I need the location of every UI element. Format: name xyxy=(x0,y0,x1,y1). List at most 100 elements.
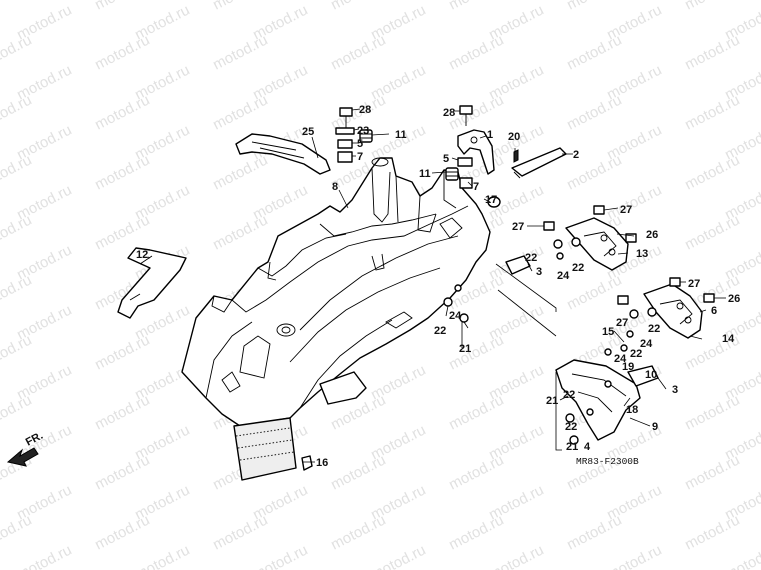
strap-12-part xyxy=(117,247,187,319)
callout-25: 25 xyxy=(302,126,314,138)
watermark-text: motod.ru xyxy=(446,452,506,494)
watermark-text: motod.ru xyxy=(250,542,310,570)
watermark-text: motod.ru xyxy=(682,512,742,554)
callout-5-right: 5 xyxy=(443,153,449,165)
callout-3-upper: 3 xyxy=(536,266,542,278)
rear-mudflap-part xyxy=(233,417,297,481)
watermark-text: motod.ru xyxy=(446,32,506,74)
small-hardware xyxy=(301,149,531,471)
callout-6: 6 xyxy=(711,305,717,317)
callout-22-e: 22 xyxy=(563,389,575,401)
callout-19: 20 xyxy=(508,131,520,143)
watermark-text: motod.ru xyxy=(0,0,35,14)
callout-21-right: 21 xyxy=(566,441,578,453)
callout-8: 8 xyxy=(332,181,338,193)
callout-24-b: 24 xyxy=(640,338,653,350)
watermark-text: motod.ru xyxy=(682,0,742,14)
watermark-text: motod.ru xyxy=(564,272,624,314)
callout-5-left: 5 xyxy=(357,138,363,150)
watermark-text: motod.ru xyxy=(0,212,35,254)
callout-28-upper-left: 28 xyxy=(359,104,371,116)
callout-22-b: 22 xyxy=(572,262,584,274)
callout-7-left: 7 xyxy=(357,151,363,163)
drawing-code: MR83-F2300B xyxy=(576,456,639,467)
watermark-text: motod.ru xyxy=(92,392,152,434)
watermark-text: motod.ru xyxy=(210,512,270,554)
watermark-text: motod.ru xyxy=(328,32,388,74)
callout-10: 10 xyxy=(645,369,657,381)
watermark-text: motod.ru xyxy=(682,92,742,134)
callout-3-lower: 3 xyxy=(672,384,678,396)
bracket-13-upper-part xyxy=(543,205,637,271)
watermark-text: motod.ru xyxy=(486,542,546,570)
callout-22-a: 22 xyxy=(525,252,537,264)
watermark-text: motod.ru xyxy=(92,152,152,194)
watermark-text: motod.ru xyxy=(92,512,152,554)
callout-7-right: 7 xyxy=(473,181,479,193)
watermark-text: motod.ru xyxy=(446,0,506,14)
watermark-text: motod.ru xyxy=(210,32,270,74)
watermark-text: motod.ru xyxy=(132,542,192,570)
callout-22-c: 22 xyxy=(648,323,660,335)
callout-27-c: 27 xyxy=(688,278,700,290)
watermark-text: motod.ru xyxy=(0,332,35,374)
watermark-text: motod.ru xyxy=(682,392,742,434)
watermark-text: motod.ru xyxy=(210,152,270,194)
callout-13-upper: 13 xyxy=(636,248,648,260)
callout-11-left: 11 xyxy=(395,129,407,141)
callout-9: 9 xyxy=(652,421,658,433)
watermark-text: motod.ru xyxy=(92,452,152,494)
callout-22-f: 22 xyxy=(565,421,577,433)
watermark-text: motod.ru xyxy=(0,152,35,194)
watermark-text: motod.ru xyxy=(682,452,742,494)
watermark-text: motod.ru xyxy=(92,332,152,374)
watermark-text: motod.ru xyxy=(564,32,624,74)
bracket-13-lower-part xyxy=(604,277,715,356)
stay-2-part xyxy=(511,147,567,179)
callout-27-d: 27 xyxy=(616,317,628,329)
watermark-text: motod.ru xyxy=(328,0,388,14)
callout-11-right: 11 xyxy=(419,168,431,180)
callout-24-a: 24 xyxy=(557,270,570,282)
callout-27-b: 27 xyxy=(512,221,524,233)
watermark-text: motod.ru xyxy=(210,212,270,254)
watermark-text: motod.ru xyxy=(92,92,152,134)
callout-labels: 28 23 5 7 11 25 8 28 1 20 2 5 11 7 17 27… xyxy=(136,104,740,469)
watermark-text: motod.ru xyxy=(328,452,388,494)
callout-18: 19 xyxy=(622,361,634,373)
watermark-text: motod.ru xyxy=(92,0,152,14)
callout-2: 2 xyxy=(573,149,579,161)
watermark-text: motod.ru xyxy=(446,392,506,434)
watermark-text: motod.ru xyxy=(604,542,664,570)
callout-22-center: 22 xyxy=(434,325,446,337)
watermark-text: motod.ru xyxy=(0,272,35,314)
watermark-text: motod.ru xyxy=(446,512,506,554)
callout-28-upper-right: 28 xyxy=(443,107,455,119)
watermark-text: motod.ru xyxy=(92,32,152,74)
strap-25-part xyxy=(235,133,331,175)
watermark-text: motod.ru xyxy=(92,212,152,254)
fastener-stack-left xyxy=(335,107,373,163)
watermark-text: motod.ru xyxy=(210,0,270,14)
fastener-stack-right xyxy=(445,105,473,189)
watermark-text: motod.ru xyxy=(368,542,428,570)
callout-4: 4 xyxy=(584,441,591,453)
callout-15: 16 xyxy=(316,457,328,469)
watermark-text: motod.ru xyxy=(564,92,624,134)
watermark-text: motod.ru xyxy=(564,0,624,14)
watermark-text: motod.ru xyxy=(0,92,35,134)
watermark-text: motod.ru xyxy=(0,512,35,554)
callout-21-center: 21 xyxy=(459,343,471,355)
watermark-text: motod.ru xyxy=(722,542,761,570)
callout-1: 1 xyxy=(487,129,493,141)
watermark-text: motod.ru xyxy=(564,512,624,554)
watermark-text: motod.ru xyxy=(682,152,742,194)
watermark-text: motod.ru xyxy=(14,542,74,570)
watermark-text: motod.ru xyxy=(0,392,35,434)
callout-23: 23 xyxy=(357,125,369,137)
callout-16: 17 xyxy=(485,194,497,206)
callout-24-center: 24 xyxy=(449,310,462,322)
bracket-1-part xyxy=(457,129,495,175)
callout-26-lower: 26 xyxy=(728,293,740,305)
